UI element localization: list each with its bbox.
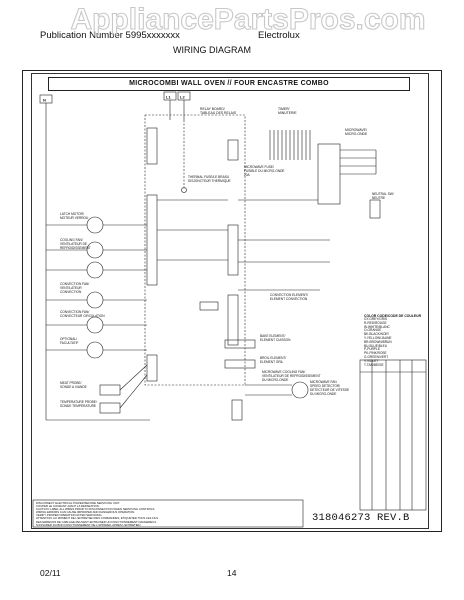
watermark-text: AppliancePartsPros.com [70,3,425,36]
convection-fan-label: CONVECTION FAN/ VENTILATEUR CONVECTION [60,282,90,294]
color-legend-item: V-VIOLET [364,358,379,363]
meat-probe-label: MEAT PROBE/ SONDE A VIANDE [60,381,87,389]
n-label: N [43,98,46,103]
connector-p7 [146,354,158,382]
color-legend-item: BR-BROWN/BRUN [364,339,392,344]
bake-element [224,339,256,349]
color-legend-item: G-GREEN/VERT [364,354,389,359]
notes-box [32,499,304,528]
timer-label: TIMER/ MINUTERIE [278,107,297,115]
l2-label: L2 [180,95,185,100]
color-legend-item: BU-BLUE/BLEU [364,343,388,348]
latch-motor [86,216,104,234]
thermal-fuse-label: THERMAL FUSE/LE BRASU DISJONCTEUR THERMI… [188,175,231,183]
page-title: WIRING DIAGRAM [173,45,251,55]
relay-board-outline [144,114,246,386]
relay-board-label: RELAY BOARD/ TABLEAU DES RELAIS [200,107,237,115]
microwave-connector [317,143,341,205]
broil-element-label: BROIL ELEMENT/ ELEMENT GRIL [260,356,287,364]
temperature-probe-label: TEMPERATURE PROBE/ SONDE TEMPERATURE [60,400,97,408]
latch-motor-label: LATCH MOTOR/ MOTEUR VERROU [60,212,89,220]
cooling-fan-label: COOLING FAN/ VENTILATEUR DE REFROIDISSEM… [60,238,91,250]
connector-p10 [231,399,243,421]
publication-number: Publication Number 5995xxxxxxx [40,30,180,41]
watermark-logo: AppliancePartsPros.com [70,2,426,36]
convection-element-label: CONVECTION ELEMENT/ ELEMENT CONVECTION [270,293,309,301]
timer-harness [269,130,311,160]
revision-number: 318046273 REV.B [312,512,410,524]
convection-fan-motor-2 [86,316,104,334]
optional-fan-motor [86,341,104,359]
brand-name: Electrolux [258,30,300,41]
temperature-probe [99,402,121,414]
diagram-inner-frame [31,73,429,529]
convection-fan-motor [86,291,104,309]
microwave-fuse-label: MICROWAVE FUSE/ FUSIBLE DU MICRO-ONDE 20… [244,165,285,177]
color-legend-item: T-TAN/BEIGE [364,362,384,367]
meat-probe [99,384,121,396]
color-legend-item: R-RED/ROUGE [364,320,387,325]
wire-code-table [359,359,427,511]
color-legend-item: BK-BLACK/NOIR [364,332,389,337]
cooling-fan-motor-2 [86,261,104,279]
color-legend-item: W-WHITE/BLANC [364,324,390,329]
color-legend-item: P-PURPLE [364,347,380,352]
n-terminal [39,94,53,104]
connector-p1 [146,194,158,286]
diagram-title: MICROCOMBI WALL OVEN // FOUR ENCASTRE CO… [48,77,410,91]
diagram-frame [22,70,442,532]
color-legend-title: COLOR CODE/CODE DE COULEUR [364,314,422,318]
color-legend-item: Y-YELLOW/JAUNE [364,335,392,340]
broil-element [224,359,256,369]
mw-cooling-fan-motor [291,381,309,399]
color-legend-item: GY-GREY/GRIS [364,317,388,321]
service-notes: DISCONNECT ELECTRICAL POWER BEFORE SERVI… [36,502,159,527]
mw-cooling-fan-label: MICROWAVE COOLING FAN/ VENTILATEUR DE RE… [262,370,321,382]
convection-motor-label: CONVECTION FAN/ CONVECTEUR CIRCULATION [60,310,105,318]
footer-page: 14 [227,568,237,578]
optional-fan-label: OPTIONAL/ FACULTATIF [60,337,79,345]
connector-p8 [227,224,239,276]
connector-p25 [227,139,239,161]
neutral-label: NEUTRAL SW/ NEUTRE [372,192,394,200]
connector-p9 [227,294,239,346]
color-legend-item: O-ORANGE [364,328,382,333]
color-legend-item: PK-PINK/ROSE [364,351,387,356]
connector-p12 [146,127,158,165]
neutral-switch [369,199,381,219]
mw-fan-detector-label: MICROWAVE FAN SPEED DETECTOR/ DETECTEUR … [310,380,350,396]
footer-date: 02/11 [40,568,61,578]
l1-label: L1 [166,95,171,100]
microwave-label: MICROWAVE/ MICRO-ONDE [345,128,368,136]
convection-element [199,301,219,311]
bake-element-label: BAKE ELEMENT/ ELEMENT CUISSON [260,334,291,342]
